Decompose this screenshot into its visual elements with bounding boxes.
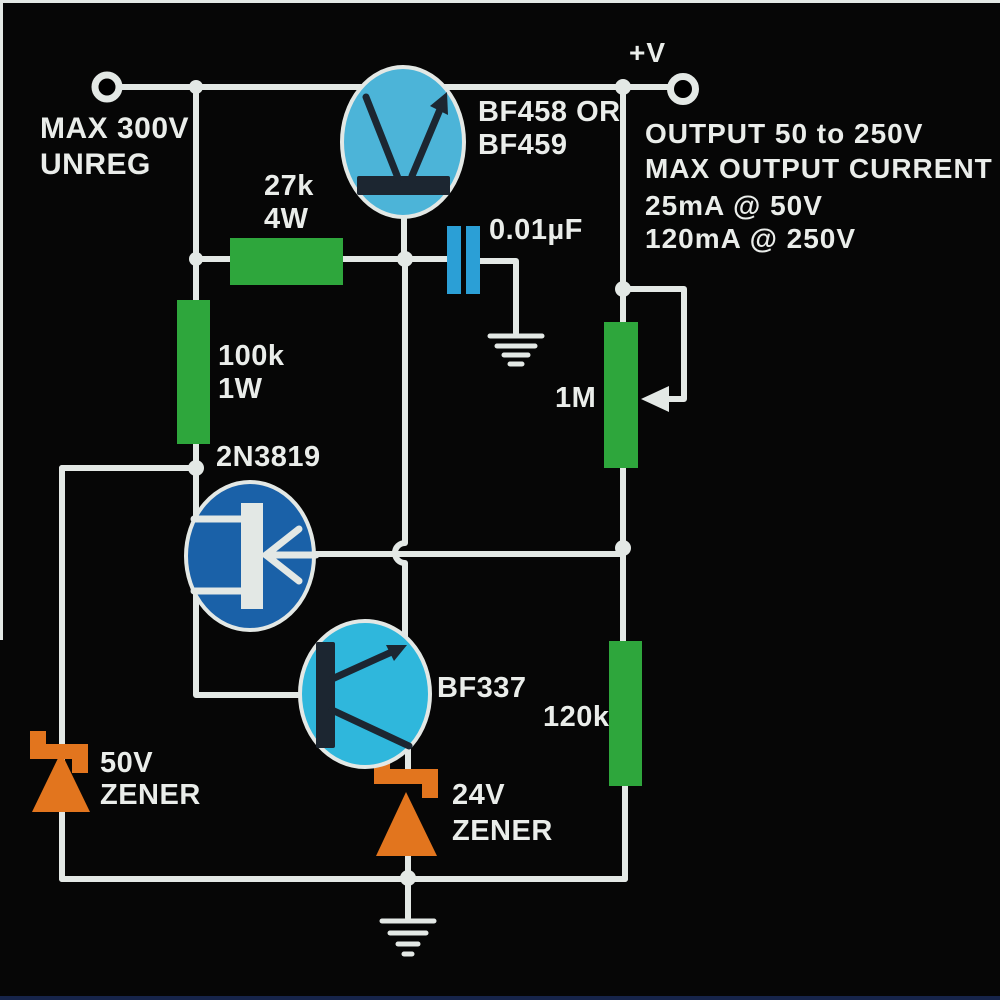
junction-dot	[188, 460, 204, 476]
output-note-line1: OUTPUT 50 to 250V	[645, 118, 924, 149]
zener-24v-cathode-bar	[374, 769, 438, 784]
bf337-collector-line	[328, 706, 413, 750]
scan-edge-top	[0, 0, 1000, 3]
capacitor-0p01uf	[447, 226, 480, 294]
r100k-power-label: 1W	[218, 373, 263, 405]
transistor-bf337-symbol	[298, 619, 432, 769]
pot-wiper-wire	[620, 286, 687, 402]
bf337-emitter-line	[328, 646, 400, 683]
output-note-line2: MAX OUTPUT CURRENT	[645, 153, 993, 184]
resistor-120k	[609, 641, 642, 786]
transistor-bf458-symbol	[340, 65, 466, 219]
zener24-type-label: ZENER	[452, 815, 553, 847]
zener-50v-cathode-bar	[30, 744, 88, 759]
zener50-value-label: 50V	[100, 747, 154, 779]
bf458-emitter-arrowhead	[430, 92, 448, 115]
capacitor-value-label: 0.01µF	[489, 214, 583, 246]
ground-symbol-bottom	[379, 918, 437, 957]
cap-ground-stub	[474, 258, 519, 336]
scan-edge-left	[0, 0, 3, 640]
r100k-value-label: 100k	[218, 340, 285, 372]
junction-dot	[400, 870, 416, 886]
input-label-line2: UNREG	[40, 148, 151, 181]
bf458-emitter-line	[408, 103, 445, 180]
supply-label: +V	[629, 37, 667, 68]
zener-50v-triangle	[32, 752, 90, 812]
input-terminal	[91, 71, 123, 103]
jfet-part-label: 2N3819	[216, 441, 321, 473]
bf337-part-label: BF337	[437, 672, 527, 704]
capacitor-plate-left	[447, 226, 461, 294]
r120k-value-label: 120k	[543, 701, 610, 733]
potentiometer-1m-body	[604, 322, 638, 468]
zener-24v-triangle	[376, 792, 437, 856]
bf458-collector-line	[362, 93, 402, 182]
output-note-line4: 120mA @ 250V	[645, 223, 857, 254]
jfet-source-wire	[193, 589, 305, 698]
junction-dot	[615, 281, 631, 297]
junction-dot	[615, 540, 631, 556]
ground-symbol-capacitor	[487, 333, 545, 367]
drive-vertical-wire	[392, 256, 408, 640]
r27k-power-label: 4W	[264, 203, 309, 235]
bf458-label-line1: BF458 OR	[478, 96, 621, 128]
bf337-emitter-arrowhead	[386, 645, 407, 661]
pot-wiper-arrowhead	[641, 386, 669, 412]
jfet-channel-bar	[241, 503, 263, 609]
output-note-line3: 25mA @ 50V	[645, 190, 823, 221]
jfet-2n3819-symbol	[184, 480, 320, 632]
scan-edge-bottom	[0, 996, 1000, 1000]
jfet-gate-arrow-arm-bottom	[262, 551, 303, 585]
resistor-27k	[230, 238, 343, 285]
zener-24v-symbol	[374, 756, 438, 856]
output-terminal	[667, 73, 699, 105]
r27k-value-label: 27k	[264, 170, 314, 202]
capacitor-plate-right	[466, 226, 480, 294]
bf337-base-bar	[316, 642, 335, 748]
resistor-100k	[177, 300, 210, 444]
junction-dot	[615, 79, 631, 95]
zener-50v-symbol	[30, 731, 90, 812]
junction-dot	[189, 80, 203, 94]
junction-dot	[189, 252, 203, 266]
junction-dot	[397, 251, 413, 267]
bf458-label-line2: BF459	[478, 129, 568, 161]
bf458-base-bar	[357, 176, 450, 195]
zener24-value-label: 24V	[452, 779, 506, 811]
pot-value-label: 1M	[555, 382, 597, 414]
input-label-line1: MAX 300V	[40, 112, 190, 145]
zener50-type-label: ZENER	[100, 779, 201, 811]
jfet-gate-arrow-arm-top	[262, 525, 303, 559]
